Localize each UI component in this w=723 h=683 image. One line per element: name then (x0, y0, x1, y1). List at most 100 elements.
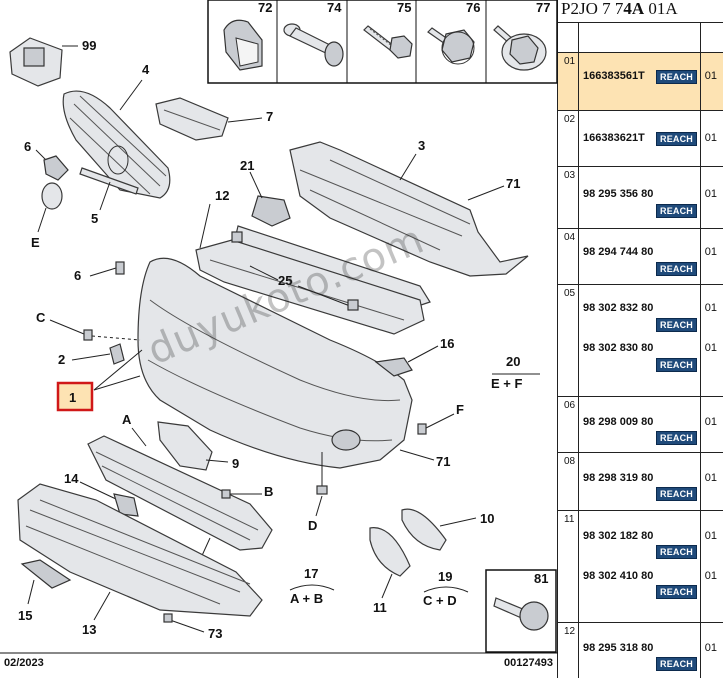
pin-screw-icon (283, 23, 344, 67)
part-17-kit: 17 A + B (289, 566, 335, 606)
part-20-kit: 20 E + F (491, 354, 540, 391)
callout-A[interactable]: A (122, 412, 132, 427)
parts-row-03[interactable]: 03 98 295 356 80 REACH 01 (558, 166, 723, 228)
part-11-trim: 11 (369, 527, 411, 615)
part-B-clip: B (221, 484, 273, 499)
part-reference[interactable]: 98 302 182 80 (583, 530, 654, 542)
callout-14[interactable]: 14 (64, 471, 79, 486)
push-clip-icon (223, 19, 263, 71)
part-73-clip: 73 (163, 613, 222, 641)
parts-row-02[interactable]: 02 166383621T REACH 01 (558, 110, 723, 166)
part-15-bracket: 15 (18, 559, 72, 623)
callout-17[interactable]: 17 (304, 566, 318, 581)
callout-9[interactable]: 9 (232, 456, 239, 471)
callout-81[interactable]: 81 (534, 571, 548, 586)
reach-badge: REACH (656, 487, 698, 501)
parts-row-04[interactable]: 04 98 294 744 80 REACH 01 (558, 228, 723, 284)
bolt-icon (363, 25, 413, 59)
part-99-bracket: 99 (9, 37, 96, 87)
part-71-clip-lower: 71 (399, 449, 450, 469)
part-reference[interactable]: 166383621T (583, 132, 645, 144)
parts-row-11[interactable]: 11 98 302 182 80 REACH 01 98 302 410 80 … (558, 510, 723, 622)
callout-72[interactable]: 72 (258, 0, 272, 15)
callout-71-upper[interactable]: 71 (506, 176, 520, 191)
parts-row-08[interactable]: 08 98 298 319 80 REACH 01 (558, 452, 723, 510)
callout-D[interactable]: D (308, 518, 317, 533)
callout-76[interactable]: 76 (466, 0, 480, 15)
callout-20[interactable]: 20 (506, 354, 520, 369)
reach-badge: REACH (656, 132, 698, 146)
callout-2[interactable]: 2 (58, 352, 65, 367)
part-reference[interactable]: 98 295 318 80 (583, 642, 654, 654)
diagram-canvas: 72 74 75 76 77 (0, 0, 558, 654)
callout-5[interactable]: 5 (91, 211, 98, 226)
quantity: 01 (704, 188, 717, 200)
callout-E[interactable]: 6 (74, 268, 81, 283)
panel-spacer-row (558, 22, 723, 52)
callout-4[interactable]: 4 (142, 62, 150, 77)
highlight-box (56, 381, 94, 412)
part-F-clip: F (417, 402, 464, 435)
callout-20-contents[interactable]: E + F (491, 376, 522, 391)
callout-71-lower[interactable]: 71 (436, 454, 450, 469)
callout-16[interactable]: 16 (440, 336, 454, 351)
part-reference[interactable]: 98 298 009 80 (583, 416, 654, 428)
callout-75[interactable]: 75 (397, 0, 411, 15)
callout-74[interactable]: 74 (327, 0, 342, 15)
part-19-kit: 19 C + D (423, 569, 469, 608)
panel-divider-left (578, 22, 579, 678)
callout-C[interactable]: C (36, 310, 46, 325)
callout-7[interactable]: 7 (266, 109, 273, 124)
reach-badge: REACH (656, 262, 698, 276)
footer-date: 02/2023 (4, 657, 44, 669)
callout-6-bottom[interactable]: E (31, 235, 40, 250)
part-C-clip: C (36, 310, 141, 341)
callout-77[interactable]: 77 (536, 0, 550, 15)
title-suffix: 01A (644, 0, 678, 18)
row-number: 01 (564, 56, 576, 67)
callout-25[interactable]: 25 (278, 273, 292, 288)
part-7-trim: 7 (155, 97, 273, 141)
part-D-clip: D (308, 452, 328, 533)
quantity: 01 (704, 132, 717, 144)
reach-badge: REACH (656, 431, 698, 445)
part-reference[interactable]: 98 294 744 80 (583, 246, 654, 258)
quantity: 01 (704, 70, 717, 82)
part-reference[interactable]: 98 295 356 80 (583, 188, 654, 200)
part-81-screw: 81 (485, 569, 557, 653)
callout-3[interactable]: 3 (418, 138, 425, 153)
part-5-strip: 5 (79, 167, 139, 226)
parts-row-05[interactable]: 05 98 302 832 80 REACH 01 98 302 830 80 … (558, 284, 723, 396)
callout-10[interactable]: 10 (480, 511, 494, 526)
callout-1[interactable]: 1 (69, 390, 76, 405)
callout-15[interactable]: 15 (18, 608, 32, 623)
part-1-highlight: 1 (56, 349, 143, 412)
row-number: 12 (564, 626, 576, 637)
callout-19-contents[interactable]: C + D (423, 593, 457, 608)
part-reference[interactable]: 98 302 410 80 (583, 570, 654, 582)
callout-19[interactable]: 19 (438, 569, 452, 584)
callout-21[interactable]: 21 (240, 158, 254, 173)
part-reference[interactable]: 98 302 832 80 (583, 302, 654, 314)
part-reference[interactable]: 98 298 319 80 (583, 472, 654, 484)
quantity: 01 (704, 530, 717, 542)
hex-nut-icon (427, 27, 475, 65)
flange-screw-icon (493, 25, 547, 71)
callout-6-top[interactable]: 6 (24, 139, 31, 154)
row-number: 02 (564, 114, 576, 125)
callout-13[interactable]: 13 (82, 622, 96, 637)
parts-row-06[interactable]: 06 98 298 009 80 REACH 01 (558, 396, 723, 452)
part-10-trim: 10 (401, 508, 494, 551)
parts-row-01[interactable]: 01 166383561T REACH 01 (558, 52, 723, 110)
callout-73[interactable]: 73 (208, 626, 222, 641)
callout-17-contents[interactable]: A + B (290, 591, 323, 606)
parts-row-12[interactable]: 12 98 295 318 80 REACH 01 (558, 622, 723, 678)
callout-12[interactable]: 12 (215, 188, 229, 203)
callout-99[interactable]: 99 (82, 38, 96, 53)
callout-F[interactable]: F (456, 402, 464, 417)
callout-11[interactable]: 11 (373, 600, 387, 615)
part-reference[interactable]: 98 302 830 80 (583, 342, 654, 354)
part-25-clip: 25 (231, 231, 359, 311)
callout-B[interactable]: B (264, 484, 273, 499)
part-reference[interactable]: 166383561T (583, 70, 645, 82)
